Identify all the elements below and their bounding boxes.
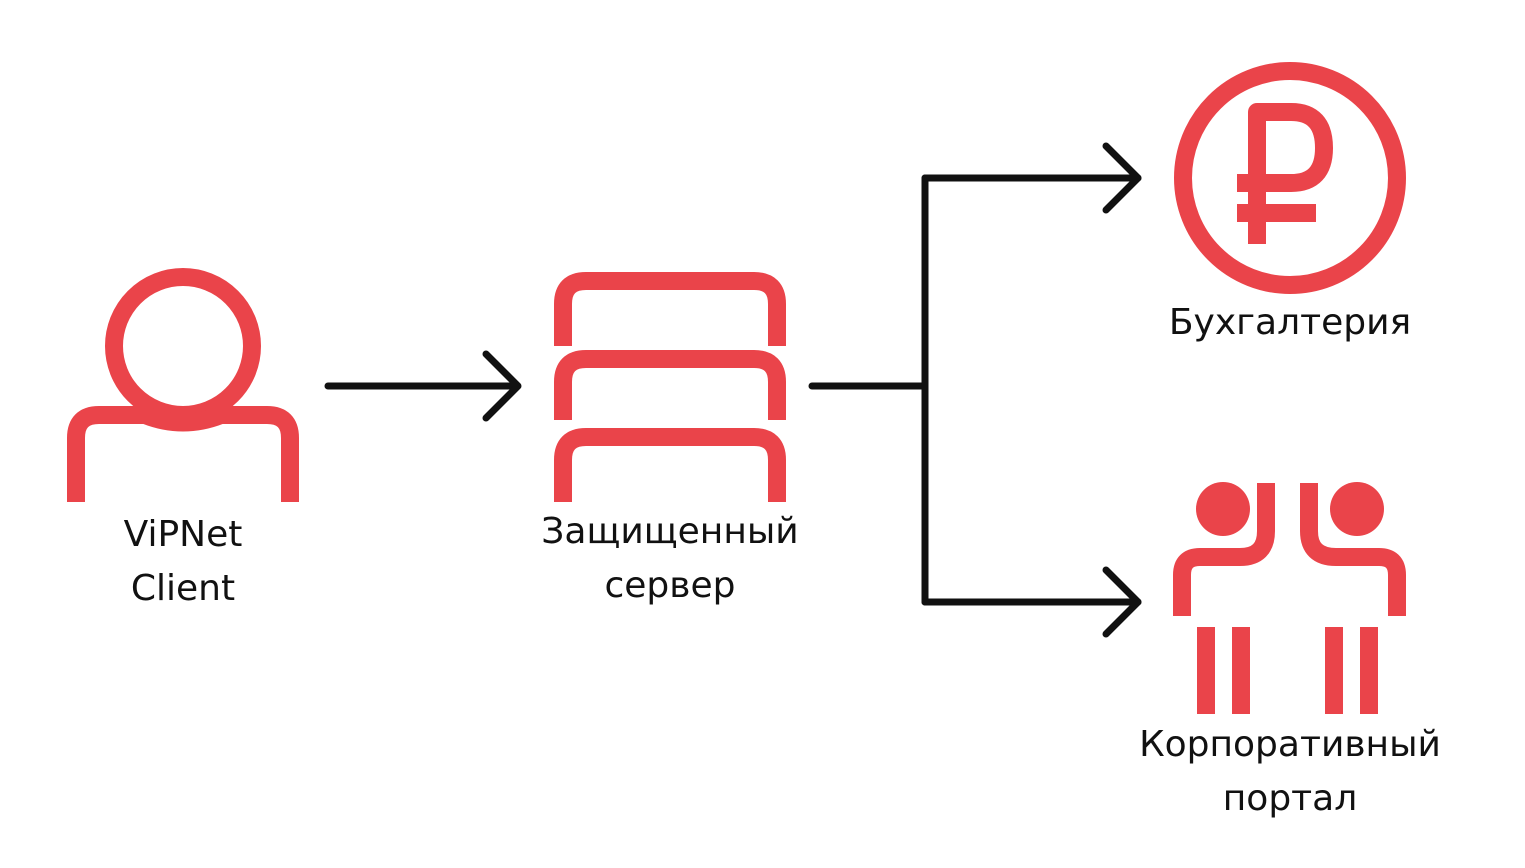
accounting-label: Бухгалтерия [1140, 296, 1440, 350]
server-label: Защищенный сервер [520, 505, 820, 613]
server-stack-icon [554, 272, 786, 502]
arrow-server-to-portal [921, 566, 1142, 638]
people-high-five-icon [1173, 482, 1406, 714]
server-label-line: сервер [604, 565, 736, 606]
user-icon [67, 268, 299, 502]
arrow-server-to-accounting [921, 142, 1142, 214]
arrow-server-branch [808, 174, 929, 606]
arrow-client-to-server [324, 350, 522, 422]
server-label-line: Защищенный [541, 511, 799, 552]
client-label-line: Client [130, 568, 236, 609]
portal-label-line: Корпоративный [1139, 724, 1441, 765]
accounting-label-line: Бухгалтерия [1168, 302, 1412, 343]
client-label: ViPNet Client [83, 508, 283, 616]
portal-label-line: портал [1222, 778, 1358, 819]
portal-label: Корпоративный портал [1110, 718, 1470, 826]
ruble-icon [1174, 62, 1406, 294]
client-label-line: ViPNet [123, 514, 243, 555]
